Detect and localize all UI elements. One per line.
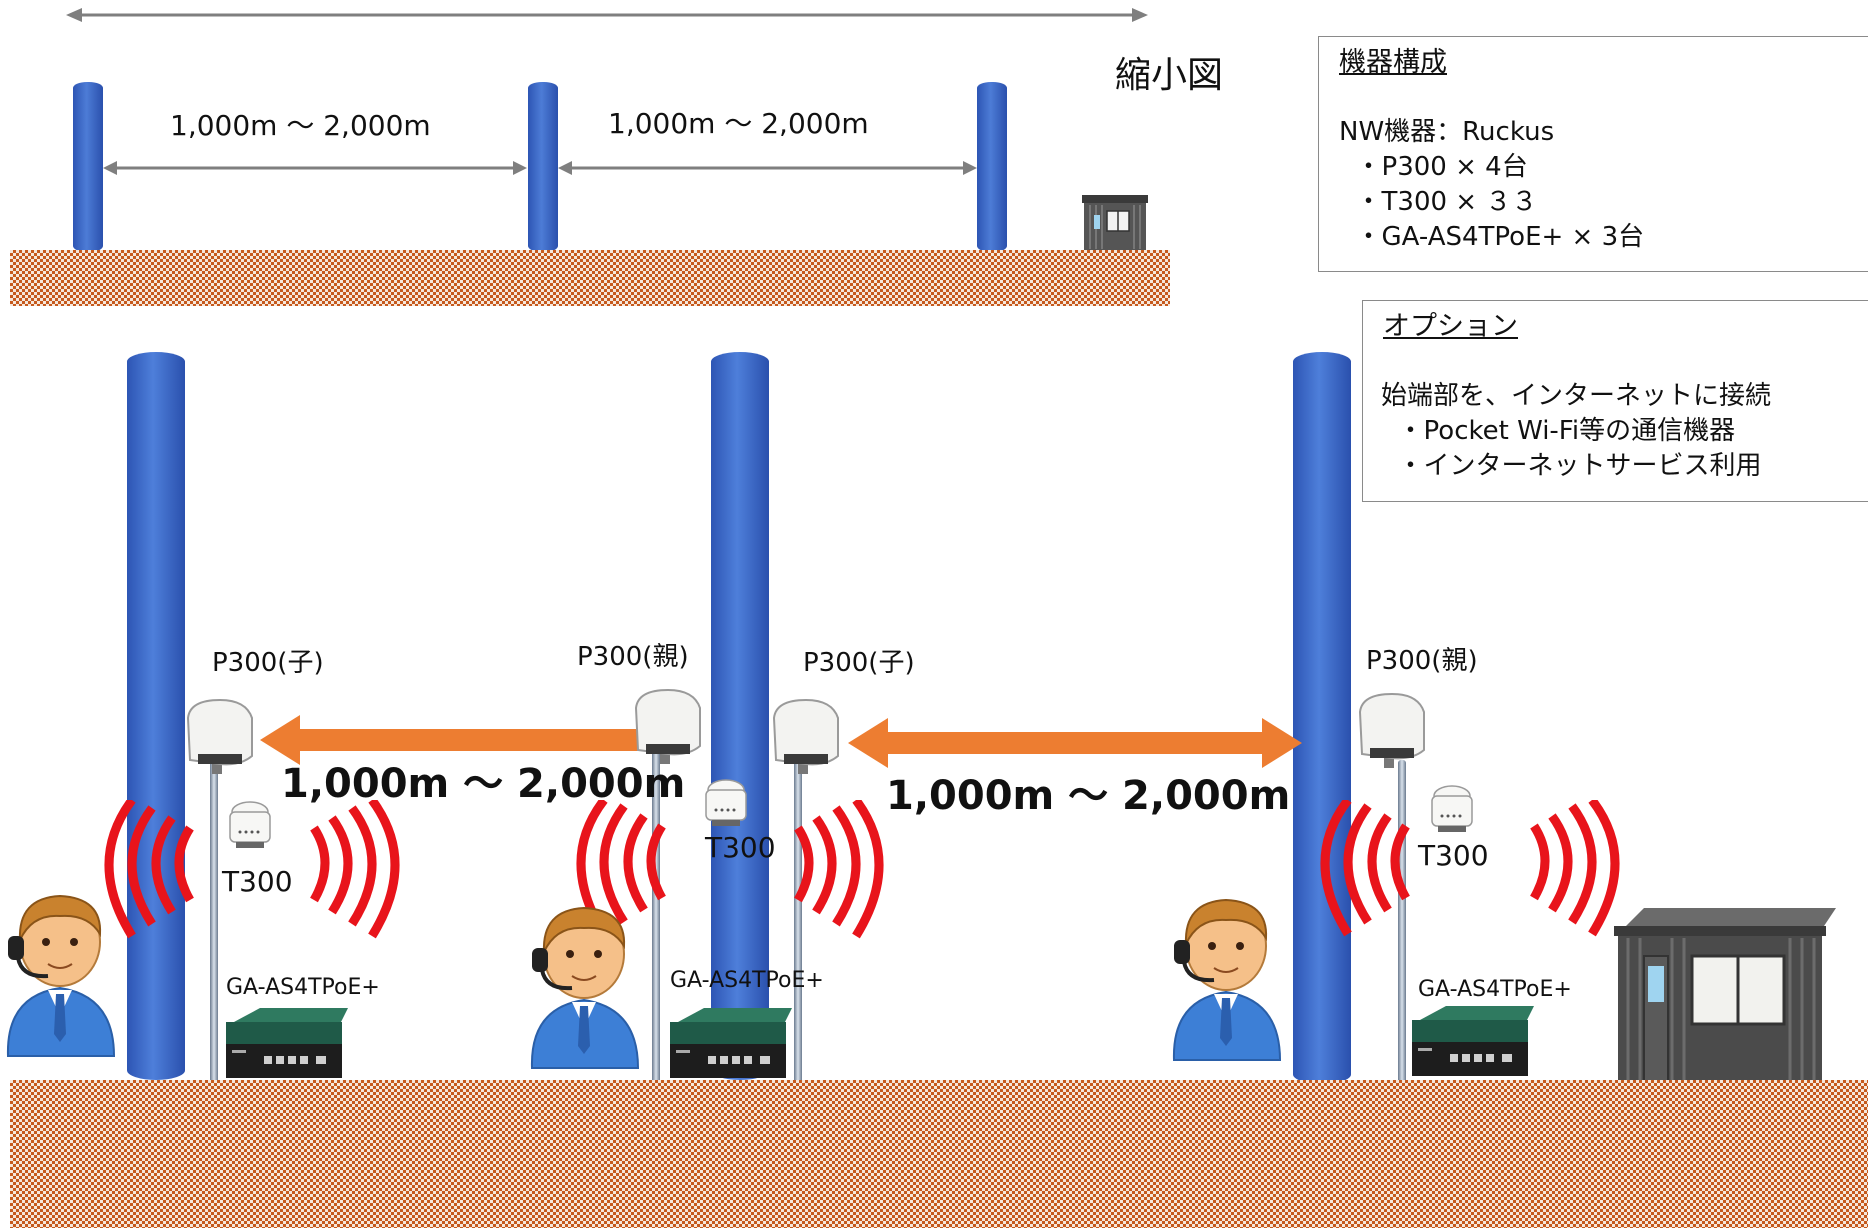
p300-antenna-3 <box>772 698 839 774</box>
p300-antenna-4 <box>1358 692 1425 768</box>
utility-pole-3 <box>1293 352 1351 1084</box>
link-arrow-left <box>260 715 648 765</box>
overview-distance-right: 1,000m ～ 2,000m <box>608 107 869 140</box>
p300-label-left: P300(子) <box>212 648 324 678</box>
storage-shed-icon <box>1614 908 1836 1096</box>
distance-label-left: 1,000m ～ 2,000m <box>281 761 686 807</box>
poe-switch-1 <box>226 1008 348 1078</box>
option-line: ・Pocket Wi-Fi等の通信機器 <box>1381 416 1736 446</box>
switch-label-2: GA-AS4TPoE+ <box>670 968 824 993</box>
t300-ap-3 <box>1431 785 1473 832</box>
small-pole-2 <box>528 82 558 252</box>
operator-icon-1 <box>6 894 116 1057</box>
utility-pole-1 <box>127 352 185 1080</box>
operator-icon-2 <box>530 906 640 1069</box>
p300-antenna-2 <box>634 688 701 764</box>
operator-icon-3 <box>1172 898 1282 1061</box>
switch-label-3: GA-AS4TPoE+ <box>1418 977 1572 1002</box>
t300-label-2: T300 <box>705 831 776 864</box>
wireless-link-arrows <box>260 715 1302 768</box>
option-line: ・インターネットサービス利用 <box>1381 451 1762 481</box>
poe-switch-2 <box>670 1008 792 1078</box>
t300-ap-2 <box>705 779 747 826</box>
small-pole-1 <box>73 82 103 252</box>
main-ground <box>10 1080 1868 1228</box>
mast-3 <box>794 760 802 1086</box>
option-heading: オプション <box>1383 311 1518 342</box>
equipment-line: ・T300 × ３３ <box>1339 187 1538 217</box>
equipment-box: 機器構成 NW機器：Ruckus ・P300 × 4台 ・T300 × ３３ ・… <box>1318 36 1868 272</box>
t300-label-1: T300 <box>222 865 293 898</box>
equipment-line: ・GA-AS4TPoE+ × 3台 <box>1339 222 1645 252</box>
equipment-line: NW機器：Ruckus <box>1339 117 1555 147</box>
poe-switch-3 <box>1412 1006 1534 1076</box>
p300-antenna-1 <box>186 698 253 774</box>
wifi-waves <box>104 800 1620 939</box>
overview-distance-arrows <box>103 161 977 175</box>
option-line: 始端部を、インターネットに接続 <box>1381 381 1772 411</box>
equipment-heading: 機器構成 <box>1339 47 1447 78</box>
overview-title: 縮小図 <box>1115 55 1224 96</box>
switch-label-1: GA-AS4TPoE+ <box>226 975 380 1000</box>
option-box: オプション 始端部を、インターネットに接続 ・Pocket Wi-Fi等の通信機… <box>1362 300 1868 502</box>
t300-label-3: T300 <box>1418 839 1489 872</box>
small-shed-icon <box>1082 195 1148 251</box>
p300-label-mid-parent: P300(親) <box>577 642 689 672</box>
small-pole-3 <box>977 82 1007 252</box>
mast-2 <box>652 740 660 1086</box>
equipment-line: ・P300 × 4台 <box>1339 152 1528 182</box>
mast-4 <box>1398 760 1406 1086</box>
p300-label-right: P300(親) <box>1366 646 1478 676</box>
utility-pole-2 <box>711 352 769 1080</box>
p300-label-mid-child: P300(子) <box>803 648 915 678</box>
overall-span-arrow <box>66 8 1148 22</box>
mast-1 <box>210 760 218 1086</box>
overview-distance-left: 1,000m ～ 2,000m <box>170 109 431 142</box>
link-arrow-right <box>848 718 1302 768</box>
t300-ap-1 <box>229 801 271 848</box>
overview-ground <box>10 250 1170 306</box>
distance-label-right: 1,000m ～ 2,000m <box>886 773 1291 819</box>
